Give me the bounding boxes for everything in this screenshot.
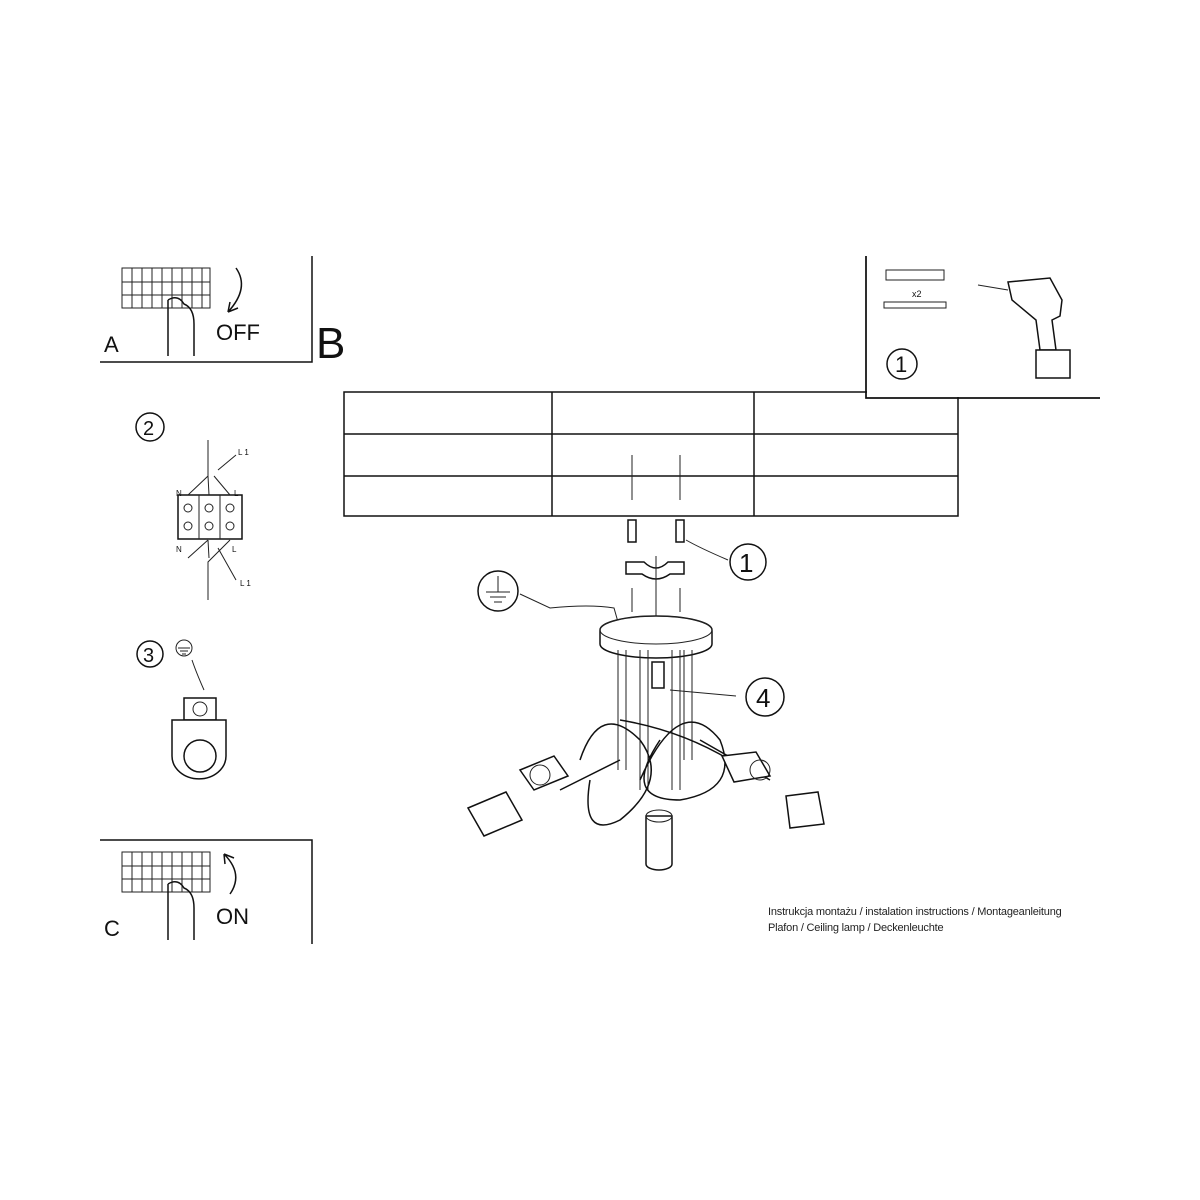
- panel-b-letter: B: [316, 319, 345, 368]
- arrow-up-icon: [223, 853, 237, 895]
- label-n-bottom: N: [176, 545, 182, 554]
- callout-mount-number: 1: [739, 548, 753, 578]
- quantity-label: x2: [912, 289, 922, 299]
- ground-callout: [477, 570, 619, 623]
- panel-c-letter: C: [104, 916, 120, 941]
- panel-c-switch-on: C ON: [100, 839, 313, 944]
- step-3-ground: 3: [136, 639, 227, 780]
- lamp-socket: [466, 755, 570, 837]
- hand-icon: [167, 881, 195, 940]
- label-l1-bottom: L 1: [240, 579, 251, 588]
- step-3-number: 3: [143, 645, 154, 667]
- ground-symbol-icon: [486, 576, 510, 603]
- ceiling: [343, 391, 959, 517]
- label-l-bottom: L: [232, 545, 237, 554]
- callout-cable-number: 4: [756, 683, 770, 713]
- caption-subtitle: Plafon / Ceiling lamp / Deckenleuchte: [768, 922, 944, 934]
- caption-title: Instrukcja montażu / instalation instruc…: [768, 906, 1062, 918]
- tools-step-number: 1: [895, 352, 907, 377]
- tools-panel: x2 1: [865, 256, 1100, 399]
- screw-icon: [883, 301, 947, 309]
- label-n-top: N: [176, 489, 182, 498]
- step-2-number: 2: [143, 418, 154, 440]
- panel-a-action: OFF: [216, 320, 260, 345]
- label-l1-top: L 1: [238, 448, 249, 457]
- mounting-bracket: [625, 561, 685, 580]
- panel-c-action: ON: [216, 904, 249, 929]
- step-2-wiring: 2 L 1 N L N L L 1: [135, 412, 251, 600]
- panel-a-letter: A: [104, 332, 119, 357]
- label-l-top: L: [234, 489, 239, 498]
- hand-icon: [167, 297, 195, 356]
- lamp-socket: [720, 751, 825, 829]
- panel-a-switch-off: A OFF: [100, 256, 313, 363]
- mounting-hardware: 1: [625, 455, 767, 620]
- arrow-down-icon: [227, 267, 243, 313]
- ground-symbol-icon: [175, 639, 193, 657]
- ceiling-lamp: 4: [466, 615, 825, 871]
- drill-icon: [977, 277, 1071, 379]
- lamp-socket: [645, 809, 673, 871]
- wall-plug-icon: [885, 269, 945, 281]
